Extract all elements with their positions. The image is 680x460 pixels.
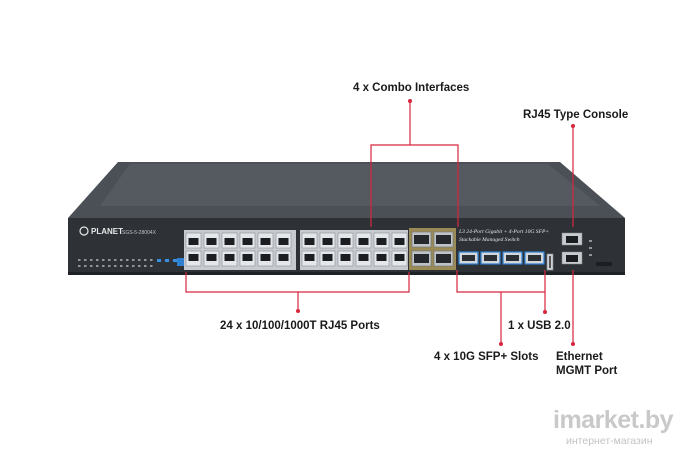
rj45-port-socket (376, 254, 387, 261)
chassis-bottom-edge (68, 272, 625, 275)
rj45-port-socket (376, 238, 387, 245)
combo-sfp-slot-opening (414, 235, 429, 244)
led-icon (114, 265, 117, 267)
rj45-port-socket (304, 254, 315, 261)
led-icon (150, 259, 153, 261)
led-icon (126, 265, 129, 267)
chassis-top-sheen (100, 164, 600, 206)
rj45-port-socket (206, 238, 217, 245)
led-icon (102, 259, 105, 261)
rj45-port-socket (242, 254, 253, 261)
console-label: RJ45 Type Console (523, 109, 629, 121)
rj45-port-socket (224, 254, 235, 261)
rj45-port-socket (358, 238, 369, 245)
rj45-port-socket (394, 238, 405, 245)
device-description-line2: Stackable Managed Switch (459, 237, 520, 243)
sfp-plus-slot-opening (462, 255, 475, 261)
rj45-port-socket (278, 238, 289, 245)
led-icon (108, 259, 111, 261)
rj45-ports-label: 24 x 10/100/1000T RJ45 Ports (220, 320, 380, 332)
led-icon (138, 259, 141, 261)
led-icon (144, 259, 147, 261)
rj45-port-socket (322, 238, 333, 245)
rj45-ports (185, 232, 408, 267)
rj45-port-socket (304, 238, 315, 245)
rj45-port-socket (242, 238, 253, 245)
mgmt-port-label: Ethernet MGMT Port (556, 351, 618, 377)
led-icon (96, 265, 99, 267)
combo-sfp-slot-opening (414, 254, 429, 263)
rj45-port-socket (206, 254, 217, 261)
led-icon (108, 265, 111, 267)
rj45-port-socket (322, 254, 333, 261)
console-port-inner (566, 236, 578, 243)
sfp-plus-slots (458, 251, 545, 265)
sfp-bracket (456, 270, 545, 293)
rj45-block-right (300, 230, 408, 270)
led-icon (126, 259, 129, 261)
usb-label: 1 x USB 2.0 (508, 320, 571, 332)
led-icon (138, 265, 141, 267)
led-icon (144, 265, 147, 267)
led-icon (150, 265, 153, 267)
combo-sfp-slots (411, 231, 454, 267)
rj45-port-socket (260, 254, 271, 261)
model-text: SGS-5-28004X (122, 230, 157, 236)
device-description-line1: L3 24-Port Gigabit + 4-Port 10G SFP+ (458, 229, 549, 235)
rj45-port-socket (278, 254, 289, 261)
planet-logo-icon (79, 226, 89, 236)
led-icon (96, 259, 99, 261)
sfp-plus-slot-opening (506, 255, 519, 261)
brand-text: PLANET (91, 227, 123, 236)
led-icon (90, 265, 93, 267)
led-icon (114, 259, 117, 261)
led-panel (78, 259, 153, 267)
combo-sfp-slot-opening (436, 235, 451, 244)
combo-sfp-slot-opening (436, 254, 451, 263)
rj45-port-socket (394, 254, 405, 261)
led-icon (84, 265, 87, 267)
led-icon (90, 259, 93, 261)
rj45-port-socket (260, 238, 271, 245)
led-icon (102, 265, 105, 267)
system-leds (589, 240, 612, 266)
sfp-plus-slot-opening (528, 255, 541, 261)
mgmt-port-inner (566, 255, 578, 262)
led-icon (132, 265, 135, 267)
sfp-slots-label: 4 x 10G SFP+ Slots (434, 351, 539, 363)
led-icon (120, 265, 123, 267)
led-icon (84, 259, 87, 261)
led-icon (132, 259, 135, 261)
callout-lines (185, 101, 574, 344)
rj45-port-socket (340, 254, 351, 261)
led-icon (120, 259, 123, 261)
rj45-port-socket (188, 238, 199, 245)
combo-interfaces-label: 4 x Combo Interfaces (353, 82, 470, 94)
led-icon (78, 265, 81, 267)
status-blue-leds (157, 258, 184, 266)
watermark-logo: imarket.by (553, 406, 674, 434)
rj45-port-socket (188, 254, 199, 261)
sfp-plus-slot-opening (484, 255, 497, 261)
rj45-port-socket (340, 238, 351, 245)
combo-bracket (370, 144, 459, 227)
rj45-port-socket (358, 254, 369, 261)
watermark-subtitle: интернет-магазин (566, 435, 653, 447)
usb-port-inner (549, 256, 551, 268)
callout-dots (296, 99, 575, 346)
rj45-port-socket (224, 238, 235, 245)
led-icon (78, 259, 81, 261)
